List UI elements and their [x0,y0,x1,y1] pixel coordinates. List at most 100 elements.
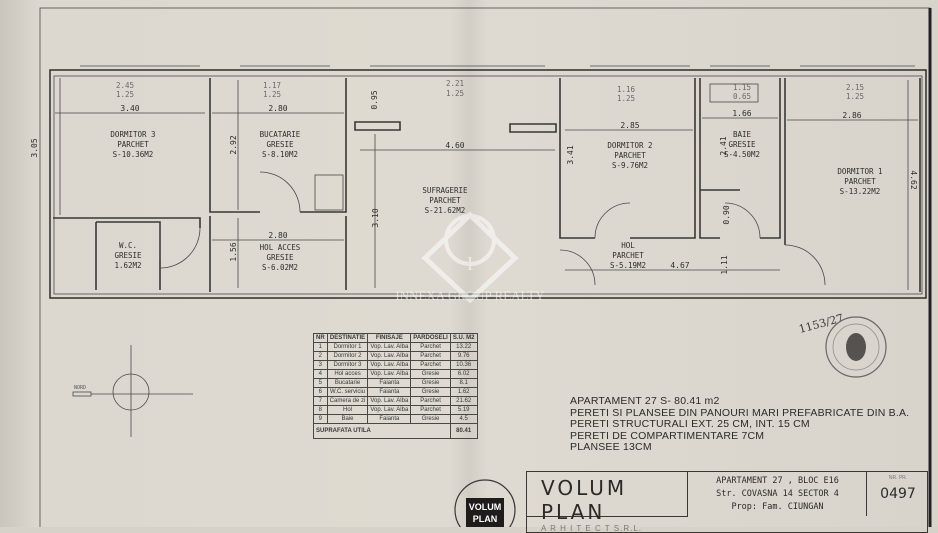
svg-text:S-8.10M2: S-8.10M2 [262,150,298,159]
svg-text:DORMITOR 1: DORMITOR 1 [837,167,882,176]
svg-text:PARCHET: PARCHET [429,196,461,205]
svg-text:SUFRAGERIE: SUFRAGERIE [422,186,468,195]
table-total-row: SUPRAFATA UTILA 80.41 [313,423,478,439]
svg-text:3.10: 3.10 [371,208,380,227]
svg-text:S-9.76M2: S-9.76M2 [612,161,648,170]
table-cell: Parchet [410,396,451,406]
table-cell: Dormitor 3 [326,360,369,370]
table-cell: Gresie [410,378,451,388]
table-cell: 6.02 [449,369,478,379]
svg-text:1.25: 1.25 [263,90,281,99]
table-cell: Gresie [410,414,451,424]
svg-text:1.25: 1.25 [846,92,864,101]
title-block: VOLUM PLAN A R H I T E C T S.R.L. APARTA… [526,471,928,533]
svg-text:2.85: 2.85 [620,121,639,130]
svg-text:S-10.36M2: S-10.36M2 [113,150,154,159]
svg-text:0.65: 0.65 [733,92,751,101]
table-cell: 8 [313,405,328,415]
svg-text:3.41: 3.41 [566,145,575,164]
door-swings [159,171,826,286]
table-cell: Gresie [410,369,451,379]
svg-text:2.86: 2.86 [842,111,861,120]
company-cell: VOLUM PLAN A R H I T E C T S.R.L. [527,472,688,533]
svg-text:S-4.50M2: S-4.50M2 [724,150,760,159]
svg-text:2.41: 2.41 [719,136,728,155]
svg-text:GRESIE: GRESIE [114,251,142,260]
table-cell: 4 [313,369,328,379]
table-cell: Parchet [410,405,451,415]
svg-text:HOL: HOL [621,241,635,250]
svg-text:S-6.02M2: S-6.02M2 [262,263,298,272]
svg-text:1.11: 1.11 [720,255,729,274]
svg-text:4.67: 4.67 [670,261,689,270]
official-seal [825,316,887,378]
table-cell: W.C. serviciu [326,387,369,397]
svg-text:1.62M2: 1.62M2 [114,261,141,270]
svg-text:INNEXA GROUP REALTY: INNEXA GROUP REALTY [395,288,545,303]
watermark-logo: I INNEXA GROUP REALTY [395,211,545,304]
svg-text:NORD: NORD [74,385,86,391]
svg-text:DORMITOR 3: DORMITOR 3 [110,130,155,139]
table-cell: Faianta [367,414,412,424]
table-cell: Camera de zi [326,396,369,406]
company-stamp: VOLUM PLAN [454,479,516,527]
svg-text:2.15: 2.15 [846,83,864,92]
table-cell: 9 [313,414,328,424]
svg-text:BUCATARIE: BUCATARIE [260,130,301,139]
table-cell: 3 [313,360,328,370]
svg-text:S-5.19M2: S-5.19M2 [610,261,646,270]
project-number-cell: NR. PR. 0497 [869,472,927,516]
svg-text:W.C.: W.C. [119,241,137,250]
svg-text:1.16: 1.16 [617,85,636,94]
table-cell: 8.1 [449,378,478,388]
svg-text:DORMITOR 2: DORMITOR 2 [607,141,652,150]
table-cell: 21.62 [449,396,478,406]
table-cell: 6 [313,387,328,397]
table-cell: Parchet [410,360,451,370]
table-cell: Vop. Lav. Alba [367,396,412,406]
svg-text:GRESIE: GRESIE [728,140,756,149]
svg-text:0.90: 0.90 [722,205,731,224]
table-cell: 1 [313,342,328,352]
svg-text:3.05: 3.05 [30,138,39,157]
table-cell: 5 [313,378,328,388]
north-compass: NORD [72,345,193,437]
svg-text:I: I [467,253,474,275]
svg-text:2.80: 2.80 [268,104,287,113]
table-cell: 2 [313,351,328,361]
table-cell: Faianta [367,378,412,388]
svg-text:PARCHET: PARCHET [117,140,149,149]
table-cell: Bucatarie [326,378,369,388]
table-cell: Parchet [410,351,451,361]
project-address: APARTAMENT 27 , BLOC E16 Str. COVASNA 14… [689,472,867,516]
svg-text:HOL ACCES: HOL ACCES [260,243,301,252]
svg-text:PLAN: PLAN [473,514,498,524]
table-cell: Hol acces [326,369,369,379]
table-cell: Baie [326,414,369,424]
svg-text:PARCHET: PARCHET [844,177,876,186]
table-cell: Dormitor 2 [326,351,369,361]
table-cell: Vop. Lav. Alba [367,405,412,415]
walls [49,65,927,299]
svg-text:2.21: 2.21 [446,79,464,88]
svg-text:1.17: 1.17 [263,81,281,90]
table-cell: Vop. Lav. Alba [367,342,412,352]
table-cell: 5.19 [449,405,478,415]
svg-text:GRESIE: GRESIE [266,253,294,262]
table-cell: Vop. Lav. Alba [367,369,412,379]
specification-notes: APARTAMENT 27 S- 80.41 m2 PERETI SI PLAN… [570,395,910,453]
